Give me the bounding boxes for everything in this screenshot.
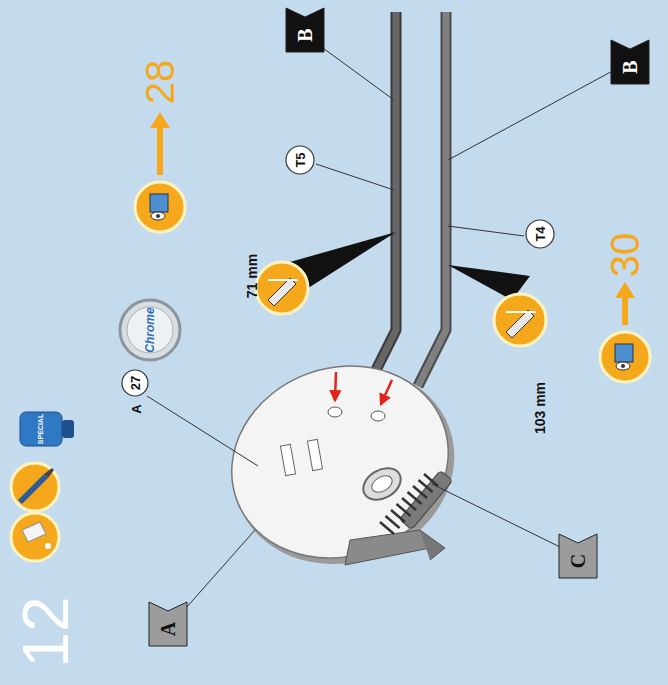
chrome-label-text: Chrome: [144, 307, 156, 352]
brush-icon: [11, 463, 59, 511]
rod-t4: [418, 12, 446, 386]
coil-winding: [413, 486, 427, 498]
rod-t4-shade: [418, 12, 446, 386]
rod-t5: [370, 12, 396, 382]
dimension: 71 mm: [245, 254, 259, 298]
callout-number-text: 27: [129, 376, 142, 390]
coil-winding: [397, 504, 411, 516]
page-reference: 28: [140, 60, 180, 105]
coil-winding: [380, 522, 394, 534]
dimension: 103 mm: [533, 382, 547, 434]
part-flag: C: [559, 534, 597, 578]
part-flag: B: [286, 8, 324, 52]
part-flag-text: A: [158, 621, 178, 635]
insert-arrow: [335, 372, 336, 400]
insert-arrow: [381, 380, 392, 404]
coil-winding: [408, 492, 422, 504]
part-flag: A: [149, 602, 187, 646]
callout-number: T4: [525, 219, 555, 249]
chrome-coin-face: [127, 307, 173, 353]
part-letter: A: [130, 404, 143, 413]
coil-winding: [424, 474, 438, 486]
part-flag-text: B: [620, 60, 640, 73]
plate-a: [204, 336, 482, 594]
part-flag-text: B: [295, 28, 315, 41]
glue-bottle: [20, 412, 74, 446]
part-flag-text: C: [568, 553, 588, 567]
coil-winding: [419, 480, 433, 492]
coil-winding: [391, 510, 405, 522]
paint-icon: [11, 513, 59, 561]
bottle-label: SPECIAL: [37, 414, 44, 444]
part-flag: B: [611, 40, 649, 84]
step-number: 12: [14, 596, 78, 667]
cut-icon: [448, 265, 546, 346]
callout-number: 27: [121, 369, 149, 397]
rod-t5-shade: [370, 12, 396, 382]
chrome-coin: [120, 300, 180, 360]
coil-winding: [386, 516, 400, 528]
coil-winding: [402, 498, 416, 510]
chrome-label: Chrome: [135, 302, 165, 357]
view-icon: [600, 282, 650, 382]
view-icon: [135, 112, 185, 232]
leader-line: [147, 40, 618, 608]
page-reference: 30: [605, 233, 645, 278]
callout-number: T5: [285, 145, 315, 175]
callout-number-text: T5: [294, 152, 307, 167]
callout-number-text: T4: [534, 226, 547, 241]
cut-icon: [256, 232, 396, 314]
